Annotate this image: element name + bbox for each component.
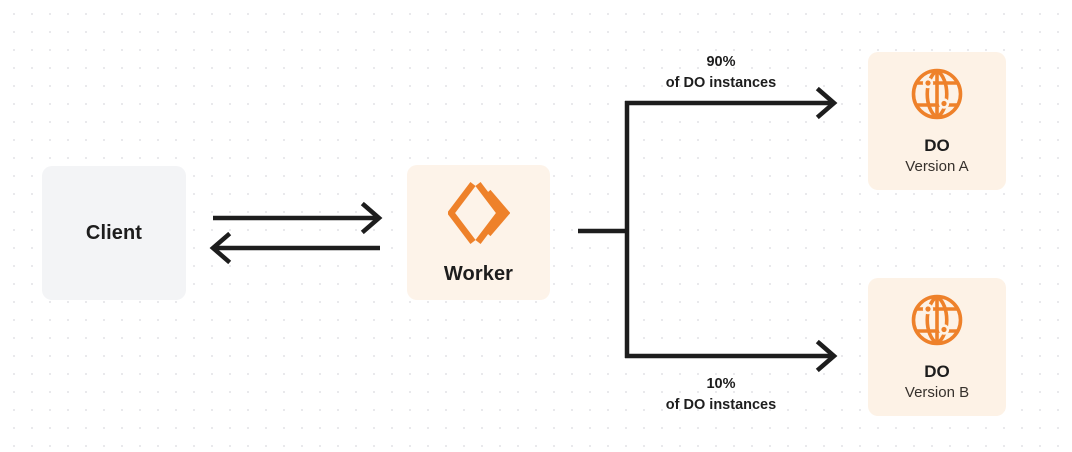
- node-do-a-title: DO: [924, 135, 950, 155]
- edge-worker-to-client: [209, 231, 380, 265]
- cloudflare-workers-icon: [446, 180, 510, 251]
- node-do-b-title: DO: [924, 361, 950, 381]
- edge-label-do-b: 10% of DO instances: [627, 374, 815, 415]
- node-worker-title: Worker: [443, 262, 514, 285]
- edge-worker-to-do-b: [625, 339, 838, 373]
- node-client-title: Client: [85, 221, 143, 244]
- edge-label-do-a: 90% of DO instances: [627, 52, 815, 93]
- globe-icon: [909, 66, 965, 127]
- edge-label-do-b-text: of DO instances: [665, 396, 777, 413]
- node-do-version-a[interactable]: DO Version A: [868, 52, 1006, 190]
- edge-label-do-a-text: of DO instances: [665, 74, 777, 91]
- node-do-version-b[interactable]: DO Version B: [868, 278, 1006, 416]
- node-do-b-subtitle: Version B: [904, 383, 970, 401]
- node-worker[interactable]: Worker: [407, 165, 550, 300]
- edge-worker-to-do-a: [625, 86, 838, 120]
- node-do-a-subtitle: Version A: [905, 157, 969, 175]
- globe-icon: [909, 292, 965, 353]
- edge-client-to-worker: [213, 201, 383, 235]
- edge-label-do-a-percent: 90%: [706, 54, 736, 70]
- node-client[interactable]: Client: [42, 166, 186, 300]
- edge-label-do-b-percent: 10%: [706, 376, 736, 392]
